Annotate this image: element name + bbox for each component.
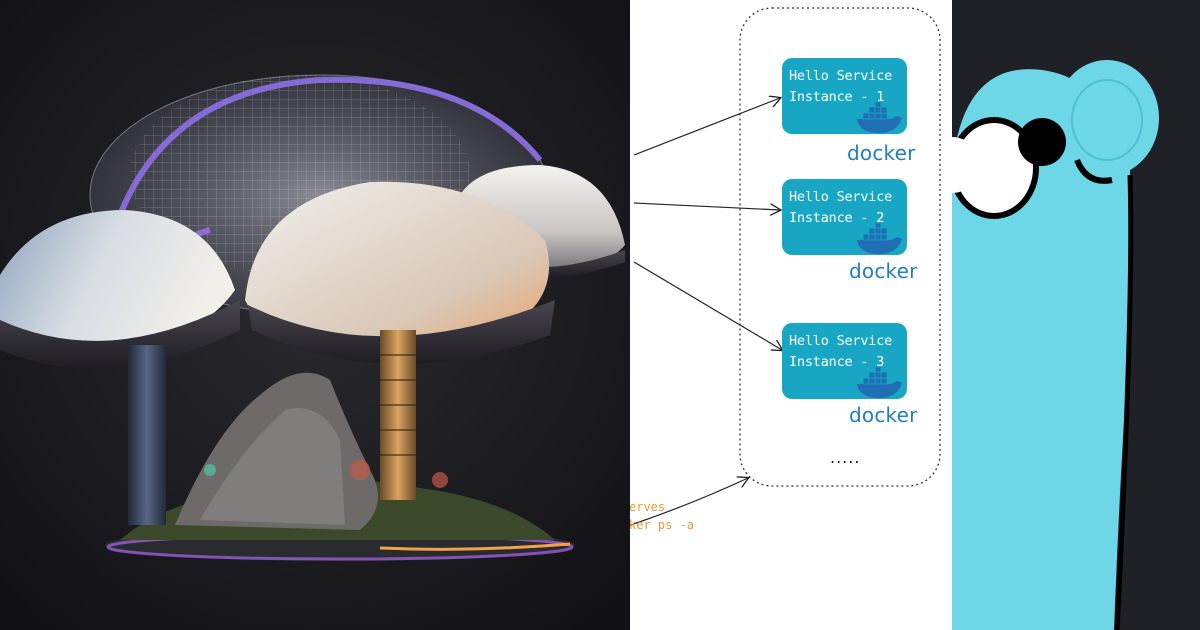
instance-1-title: Hello Service <box>789 68 893 84</box>
instance-2-title: Hello Service <box>789 189 893 205</box>
gopher-mascot <box>952 0 1200 630</box>
instance-3-title: Hello Service <box>789 333 893 349</box>
note-line-1: erves <box>630 500 666 514</box>
docker-whale-icon <box>857 102 902 133</box>
instance-3-subtitle: Instance - 3 <box>789 354 885 370</box>
instance-1-subtitle: Instance - 1 <box>789 89 885 105</box>
arrow-to-instance-1 <box>633 98 780 156</box>
mushroom-dome-icon <box>0 0 630 630</box>
gopher-icon <box>952 0 1200 630</box>
arrow-to-instance-2 <box>633 202 780 210</box>
arrow-to-instance-3 <box>633 261 782 350</box>
docker-label-3: docker <box>849 403 918 427</box>
docker-label-2: docker <box>849 259 918 283</box>
docker-whale-icon <box>857 223 902 254</box>
instance-card-1: Hello Service Instance - 1 <box>782 58 907 134</box>
more-instances-ellipsis: ..... <box>830 448 861 467</box>
note-line-2: ker ps -a <box>630 518 695 532</box>
instance-2-subtitle: Instance - 2 <box>789 210 885 226</box>
docker-label-1: docker <box>847 141 916 165</box>
instance-card-3: Hello Service Instance - 3 <box>782 323 907 399</box>
arrow-to-ellipsis <box>630 478 748 526</box>
docker-whale-icon <box>857 367 902 398</box>
mushroom-illustration <box>0 0 630 630</box>
diagram-connectors <box>630 7 941 526</box>
instance-card-2: Hello Service Instance - 2 <box>782 179 907 255</box>
docker-diagram: Hello Service Instance - 1 docker Hello … <box>630 0 952 630</box>
